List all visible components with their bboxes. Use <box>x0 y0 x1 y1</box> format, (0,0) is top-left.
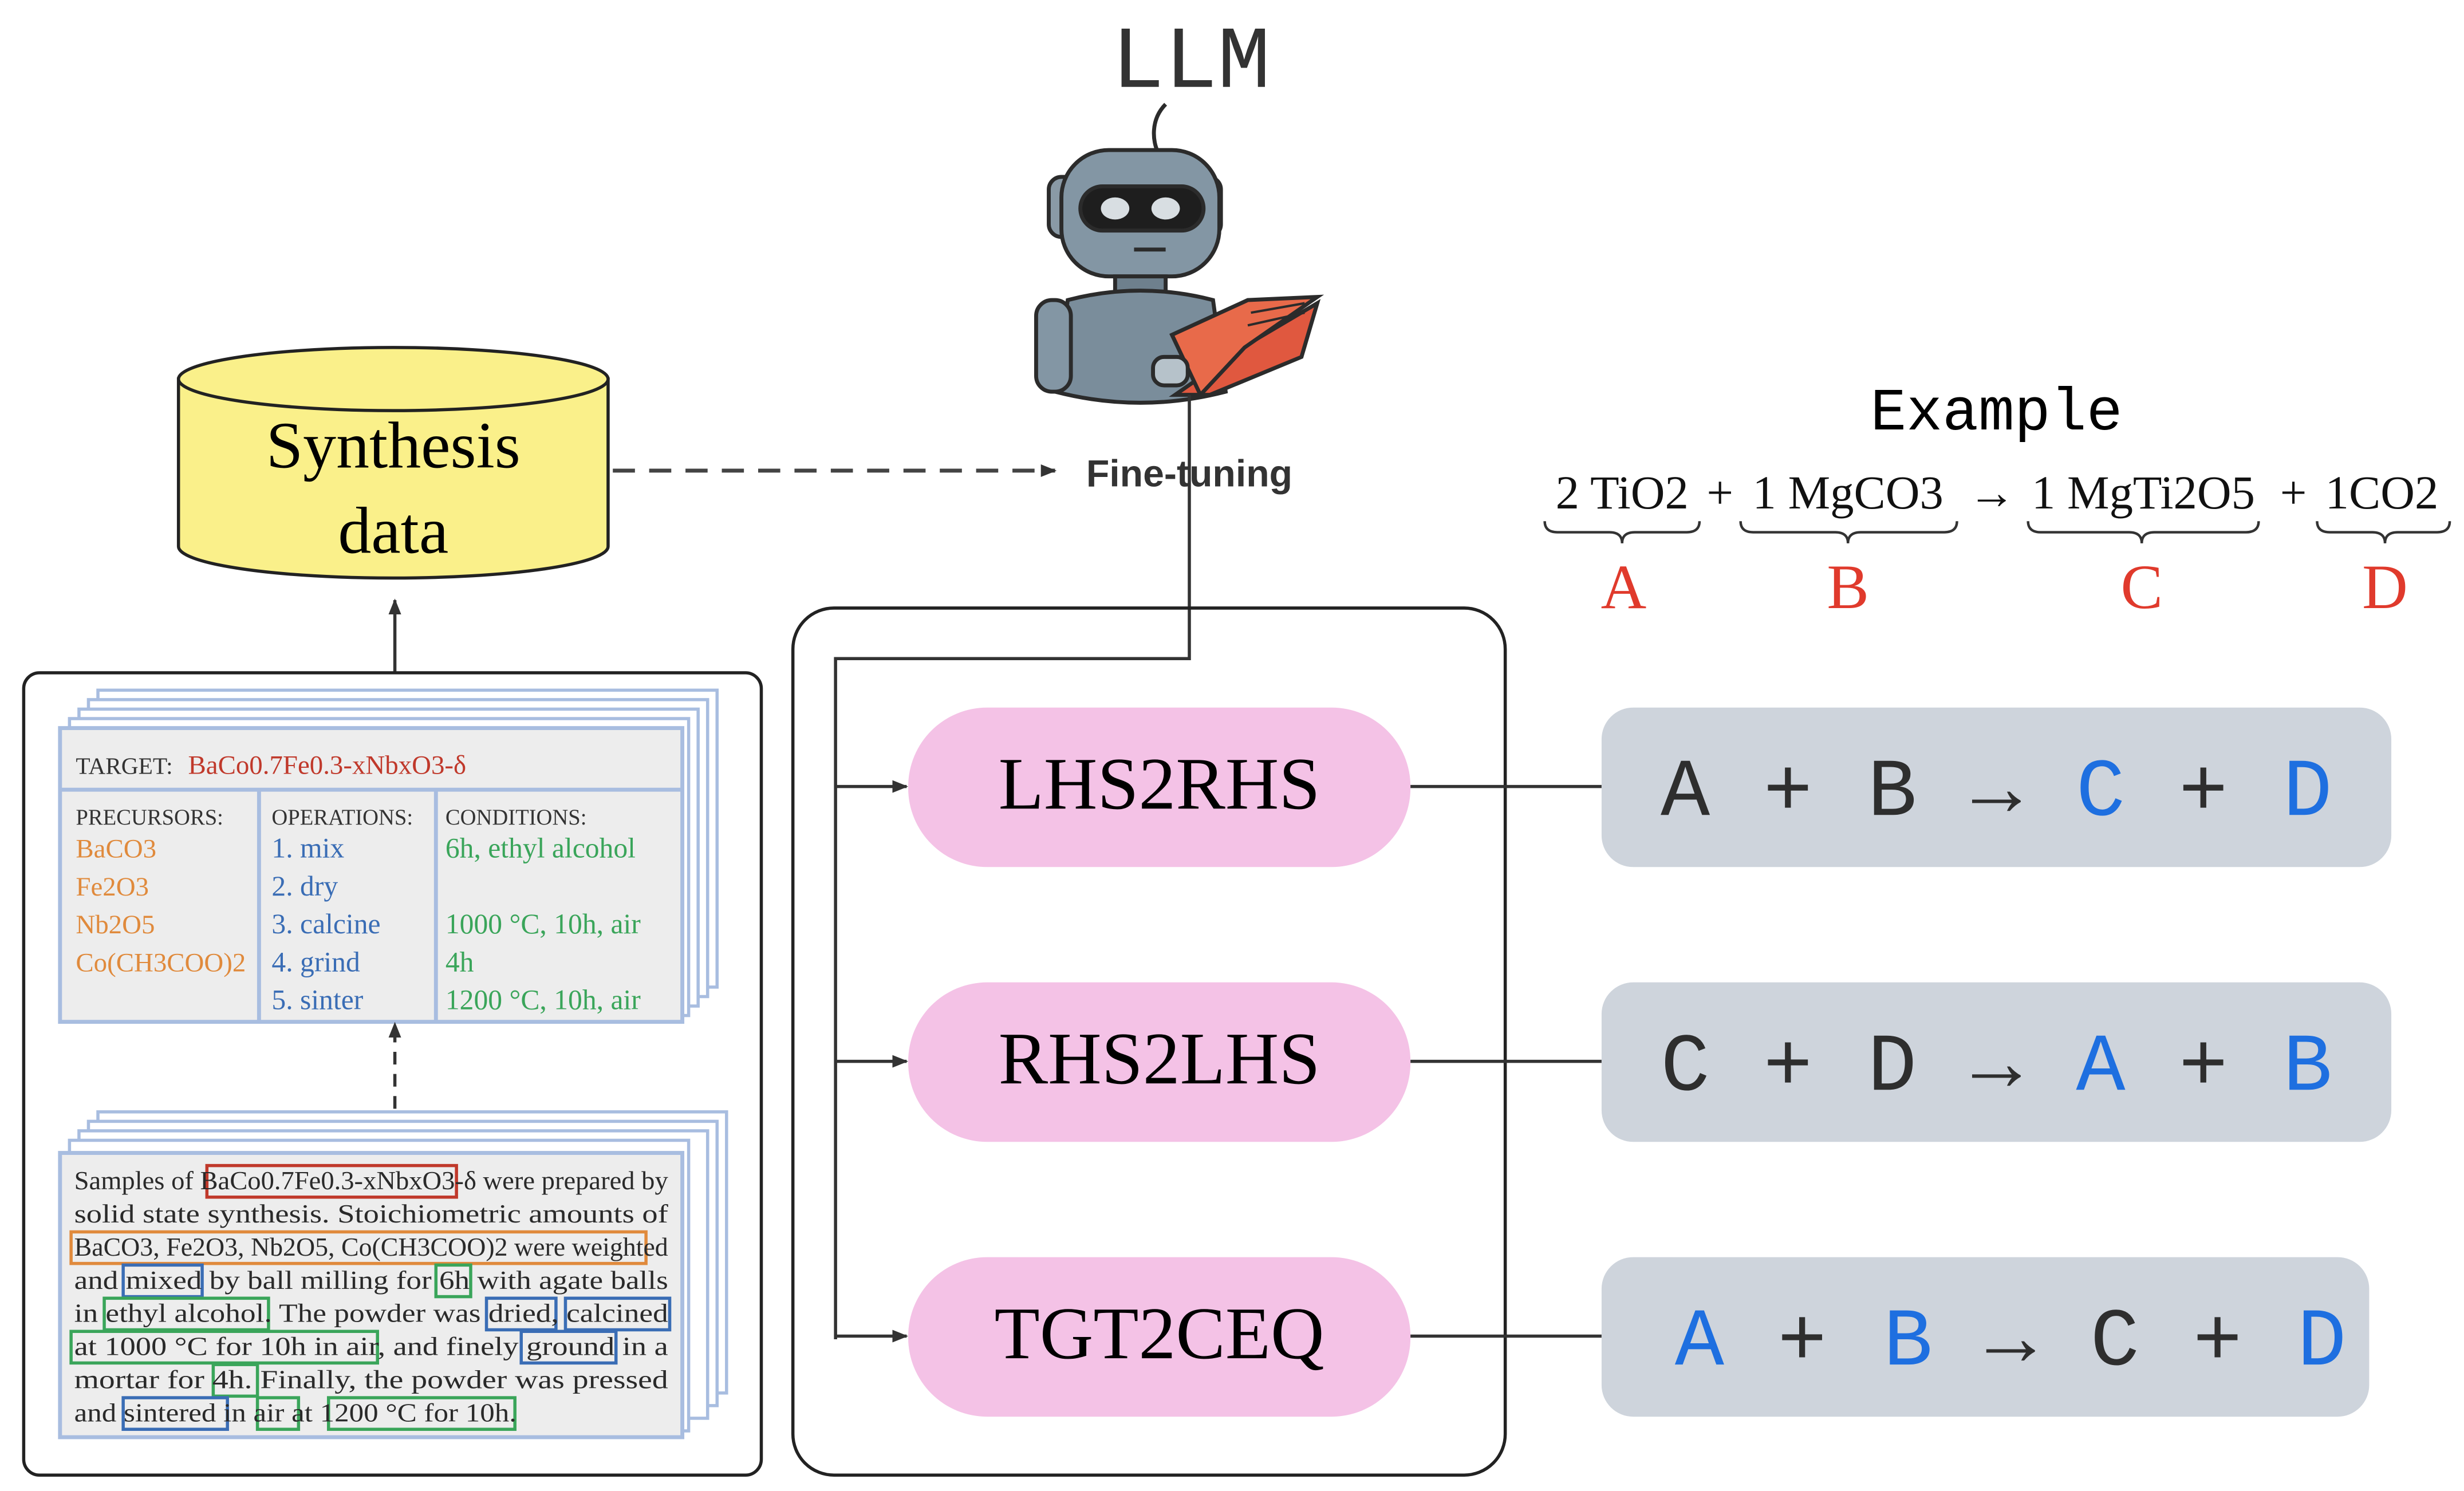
equation-token: A <box>1661 747 1710 840</box>
equation-token: + <box>2193 1297 2242 1390</box>
equation-token: → <box>1972 1022 2021 1115</box>
example-letter-c: C <box>2120 552 2163 622</box>
database-label-line2: data <box>338 494 448 567</box>
equation-token: A <box>2076 1022 2126 1115</box>
example-term-c: 1 MgTi2O5 <box>2032 466 2255 519</box>
example-letter-d: D <box>2362 552 2408 622</box>
equation-token: C <box>1661 1022 1710 1115</box>
target-formula: BaCo0.7Fe0.3-xNbxO3-δ <box>188 751 467 780</box>
equation-token: D <box>2283 747 2332 840</box>
example-plus: + <box>2280 466 2307 519</box>
brace-d <box>2316 521 2451 543</box>
paragraph-line: mortar for 4h. Finally, the powder was p… <box>74 1365 668 1394</box>
task-pill-tgt2ceq: TGT2CEQ <box>908 1257 1411 1417</box>
paragraph-line: at 1000 °C for 10h in air, and finely gr… <box>74 1332 668 1361</box>
equation-token: + <box>1777 1297 1827 1390</box>
equation-token: + <box>2179 1022 2228 1115</box>
condition-item: 4h <box>446 946 474 977</box>
example-arrow: → <box>1968 466 2016 519</box>
equation-token: + <box>1763 747 1812 840</box>
operation-item: 2. dry <box>271 870 338 902</box>
task-pill-rhs2lhs: RHS2LHS <box>908 982 1411 1142</box>
condition-item: 1000 °C, 10h, air <box>446 908 641 940</box>
equation-token: → <box>1986 1297 2035 1390</box>
brace-a <box>1543 521 1701 543</box>
precursor-item: BaCO3 <box>76 834 156 864</box>
paragraph-line: and mixed by ball milling for 6h with ag… <box>74 1265 668 1295</box>
equation-token: + <box>1763 1022 1812 1115</box>
conditions-header: CONDITIONS: <box>446 806 587 830</box>
brace-b <box>1739 521 1958 543</box>
paragraph-line: in ethyl alcohol. The powder was dried, … <box>74 1299 668 1328</box>
target-label: TARGET: BaCo0.7Fe0.3-xNbxO3-δ <box>76 751 466 780</box>
task-pill-lhs2rhs: LHS2RHS <box>908 707 1411 867</box>
task-name: TGT2CEQ <box>995 1292 1324 1375</box>
example-term-d: 1CO2 <box>2325 466 2439 519</box>
equation-token: B <box>1867 747 1917 840</box>
tasks-panel <box>791 606 1507 1477</box>
condition-item: 6h, ethyl alcohol <box>446 833 636 864</box>
equation-token: C <box>2090 1297 2139 1390</box>
example-plus: + <box>1706 466 1733 519</box>
task-name: LHS2RHS <box>999 743 1320 825</box>
precursors-header: PRECURSORS: <box>76 806 223 830</box>
condition-item: 1200 °C, 10h, air <box>446 984 641 1016</box>
example-title: Example <box>1870 380 2122 448</box>
equation-token: C <box>2076 747 2126 840</box>
example-letter-b: B <box>1827 552 1869 622</box>
equation-token: B <box>2283 1022 2332 1115</box>
paragraph-card-stack: Samples of BaCo0.7Fe0.3-xNbxO3-δ were pr… <box>58 1110 728 1439</box>
fine-tune-connector <box>834 395 1191 1340</box>
equation-box-lhs2rhs <box>1601 707 2392 867</box>
example-term-a: 2 TiO2 <box>1556 466 1689 519</box>
paragraph-line: solid state synthesis. Stoichiometric am… <box>74 1199 669 1228</box>
example-term-b: 1 MgCO3 <box>1753 466 1943 519</box>
equation-box-tgt2ceq <box>1601 1257 2370 1417</box>
equation-token: A <box>1675 1297 1724 1390</box>
equation-token: → <box>1972 747 2021 840</box>
example-letter-a: A <box>1601 552 1647 622</box>
robot-llm-icon <box>1034 102 1324 405</box>
precursor-item: Nb2O5 <box>76 910 155 940</box>
fine-tuning-label: Fine-tuning <box>1086 453 1292 495</box>
equation-box-rhs2lhs <box>1601 982 2392 1142</box>
equation-token: D <box>1867 1022 1917 1115</box>
equation-token: + <box>2179 747 2228 840</box>
operation-item: 1. mix <box>271 833 344 864</box>
precursor-item: Co(CH3COO)2 <box>76 948 246 977</box>
operation-item: 3. calcine <box>271 908 380 940</box>
operation-item: 4. grind <box>271 946 360 977</box>
brace-c <box>2027 521 2260 543</box>
structured-card-stack: TARGET: BaCo0.7Fe0.3-xNbxO3-δ PRECURSORS… <box>58 688 719 1024</box>
paragraph-line: BaCO3, Fe2O3, Nb2O5, Co(CH3COO)2 were we… <box>74 1232 668 1261</box>
llm-title: LLM <box>1111 14 1271 114</box>
precursor-item: Fe2O3 <box>76 872 149 902</box>
synthesis-database: Synthesis data <box>176 346 610 580</box>
database-label-line1: Synthesis <box>266 409 521 482</box>
paragraph-line: and sintered in air at 1200 °C for 10h. <box>74 1398 517 1427</box>
task-name: RHS2LHS <box>999 1017 1320 1100</box>
operations-header: OPERATIONS: <box>271 806 413 830</box>
operation-item: 5. sinter <box>271 984 363 1016</box>
equation-token: D <box>2297 1297 2347 1390</box>
equation-token: B <box>1883 1297 1933 1390</box>
paragraph-line: Samples of BaCo0.7Fe0.3-xNbxO3-δ were pr… <box>74 1166 668 1195</box>
